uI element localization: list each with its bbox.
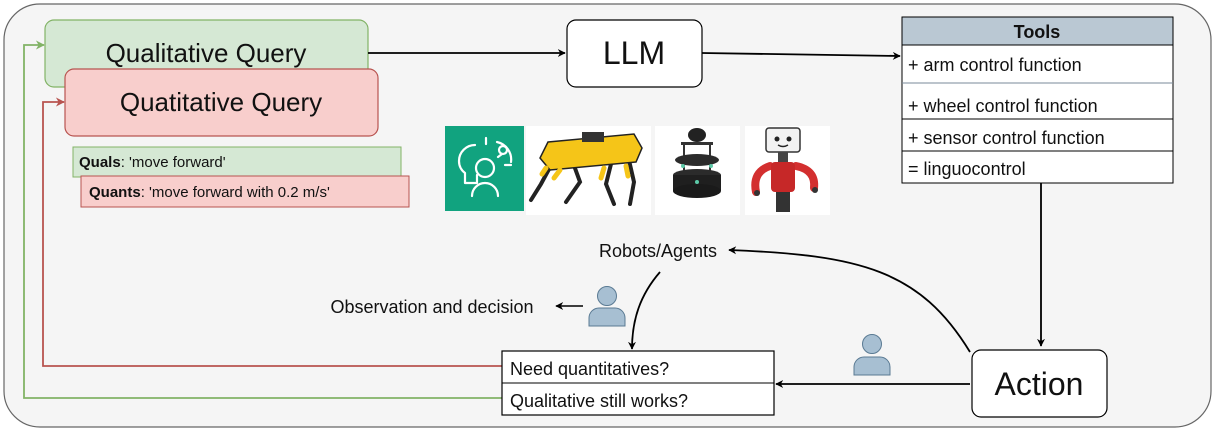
action-box[interactable]	[971, 349, 1108, 418]
quants-example-box	[80, 175, 410, 208]
arrow-robots-to-decision	[628, 271, 661, 350]
ai-gear-head-icon	[445, 126, 524, 211]
tools-body	[901, 44, 1174, 184]
arrow-action-to-robots	[728, 246, 971, 353]
green-feedback-arrow	[23, 40, 502, 399]
tool-item-sensor[interactable]: + sensor control function	[908, 128, 1105, 148]
qualitative-still-works-option[interactable]: Qualitative still works?	[510, 391, 688, 411]
tool-item-arm[interactable]: + arm control function	[908, 55, 1082, 75]
robots-agents-label: Robots/Agents	[599, 241, 717, 261]
tools-header: Tools	[1014, 22, 1061, 42]
quals-example-text: Quals: 'move forward'	[79, 154, 226, 171]
wheeled-robot-icon	[655, 126, 740, 215]
observation-label: Observation and decision	[330, 297, 533, 317]
tool-item-wheel[interactable]: + wheel control function	[908, 96, 1098, 116]
person-icon	[853, 334, 891, 376]
quantitative-query-label: Quatitative Query	[120, 87, 322, 117]
qualitative-query-label: Qualitative Query	[106, 38, 307, 68]
quantitative-query-box[interactable]	[64, 68, 379, 137]
need-quantitatives-option[interactable]: Need quantitatives?	[510, 359, 669, 379]
tool-item-linguocontrol[interactable]: = linguocontrol	[908, 159, 1026, 179]
person-icon	[588, 286, 626, 327]
quants-example-text: Quants: 'move forward with 0.2 m/s'	[89, 184, 330, 201]
quadruped-robot-icon	[526, 126, 651, 215]
llm-label: LLM	[603, 35, 665, 71]
action-label: Action	[995, 366, 1084, 402]
arm-robot-icon	[745, 126, 830, 215]
quals-example-box	[72, 146, 402, 178]
tools-table: Tools + arm control function + wheel con…	[901, 16, 1174, 184]
arrow-llm-to-tools	[701, 51, 901, 60]
red-feedback-arrow	[42, 97, 502, 367]
